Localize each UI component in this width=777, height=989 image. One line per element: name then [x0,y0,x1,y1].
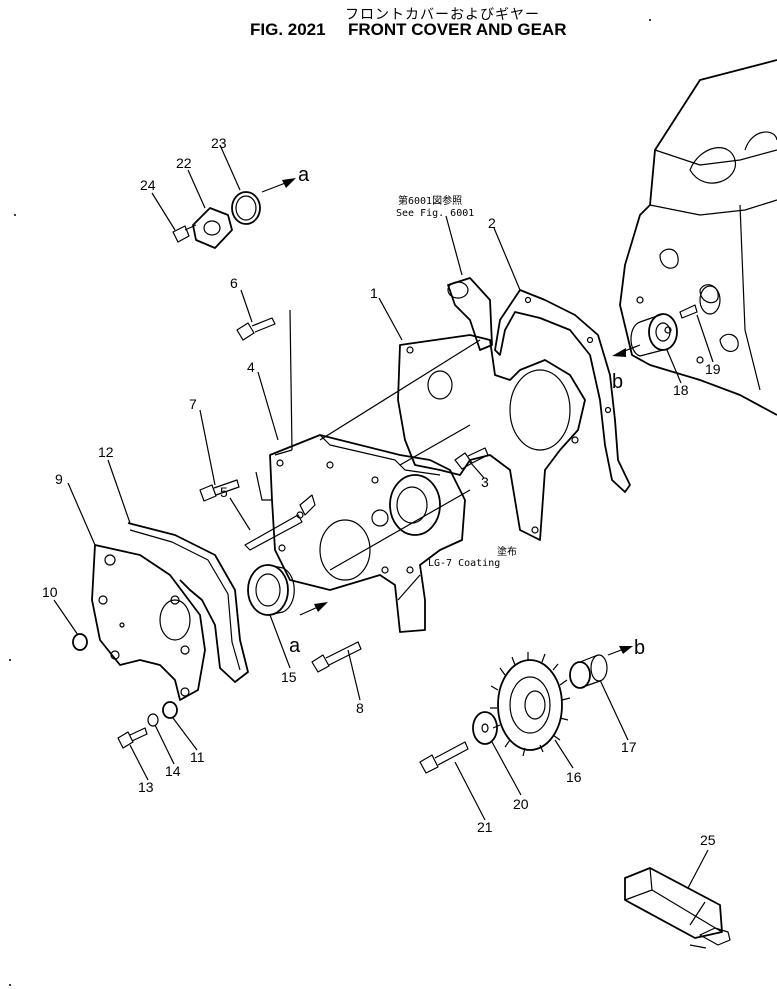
part-label-2: 2 [488,215,496,231]
part-23-o-ring [231,191,261,225]
see-fig-jp-label: 第6001図参照 [398,194,462,207]
engine-block [619,59,777,416]
part-label-19: 19 [705,361,721,377]
part-label-5: 5 [220,484,228,500]
arrow-a-top [261,178,296,193]
part-label-8: 8 [356,700,364,716]
letter-b-right: b [634,637,645,659]
part-label-21: 21 [477,819,493,835]
letter-b-block: b [612,371,623,393]
part-label-25: 25 [700,832,716,848]
coating-jp-label: 塗布 [497,545,517,558]
part-label-24: 24 [140,177,156,193]
part-label-17: 17 [621,739,637,755]
part-label-22: 22 [176,155,192,171]
part-3-bolt [454,447,489,470]
part-9-plate [91,544,206,701]
part-label-16: 16 [566,769,582,785]
part-21-bolt [419,741,469,774]
leader-lines [53,144,714,889]
part-19-pin [679,285,721,319]
part-7-bolt [199,479,240,502]
arrow-b-right [607,646,633,656]
part-1-gasket [397,334,586,541]
part-label-9: 9 [55,471,63,487]
part-22-cover-plate [192,207,233,249]
part-15-oil-seal [247,564,295,616]
part-label-13: 13 [138,779,154,795]
part-17-bushing [569,654,608,689]
part-14-spacer [147,713,159,727]
part-11-nut [162,701,178,719]
part-label-23: 23 [211,135,227,151]
figure-title: FRONT COVER AND GEAR [348,20,567,39]
part-13-bolt [117,727,148,749]
part-label-1: 1 [370,285,378,301]
figure-number: FIG. 2021 [250,20,326,39]
arrow-a-middle [299,602,328,616]
part-label-6: 6 [230,275,238,291]
part-label-4: 4 [247,359,255,375]
part-20-washer [472,711,498,745]
part-label-20: 20 [513,796,529,812]
part-5-dowel-pin [244,514,303,551]
letter-a-top: a [298,164,310,186]
part-10-nut [72,633,88,651]
part-label-11: 11 [190,749,205,765]
part-label-15: 15 [281,669,297,685]
part-16-gear [490,652,571,757]
fuel-pump-bracket [447,277,493,351]
part-label-18: 18 [673,382,689,398]
letter-a-middle: a [289,635,301,657]
part-4-front-cover [269,434,466,633]
part-8-bolt [311,641,362,673]
coating-label: LG-7 Coating [428,558,500,569]
part-label-3: 3 [481,474,489,490]
part-label-14: 14 [165,763,181,779]
part-label-7: 7 [189,396,197,412]
part-6-bolt [236,317,276,341]
part-2-gasket-strip [494,289,631,493]
part-label-12: 12 [98,444,114,460]
part-25-tool [624,867,731,949]
part-24-bolt [172,224,197,243]
see-fig-label: See Fig. 6001 [396,208,474,219]
japanese-title: フロントカバーおよびギヤー [345,7,540,23]
arrow-b-block [612,344,641,357]
part-label-10: 10 [42,584,58,600]
part-12-gasket [127,522,249,683]
part-18-bushing [630,313,678,357]
